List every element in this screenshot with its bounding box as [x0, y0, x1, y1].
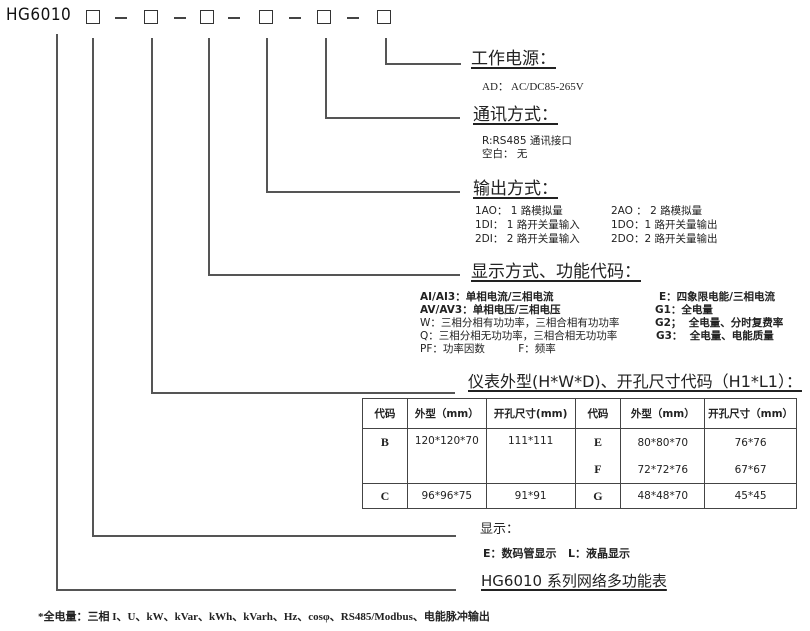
- table-row: C 96*96*75 91*91 G 48*48*70 45*45: [362, 483, 797, 509]
- cell-code: C: [362, 483, 408, 509]
- connector-comm-horizontal: [325, 117, 460, 119]
- table-header-row: 代码 外型（mm） 开孔尺寸(mm) 代码 外型（mm） 开孔尺寸（mm）: [362, 398, 797, 429]
- dimensions-title: 仪表外型(H*W*D)、开孔尺寸代码（H1*L1）：: [468, 372, 802, 391]
- connector-power-vertical: [385, 38, 387, 64]
- footer-note: *全电量：三相 I、U、kW、kVar、kWh、kVarh、Hz、cosφ、RS…: [38, 611, 490, 623]
- series-title: HG6010 系列网络多功能表: [481, 572, 667, 590]
- output-item: 2DI： 2 路开关量输入: [475, 233, 580, 245]
- connector-comm-vertical: [325, 38, 327, 118]
- connector-series-horizontal: [56, 589, 456, 591]
- output-item: 2AO ： 2 路模拟量: [611, 205, 703, 217]
- header-shape: 外型（mm）: [620, 398, 706, 429]
- connector-series-vertical: [56, 34, 58, 590]
- cell-code: E: [574, 428, 622, 456]
- cell-shape: 120*120*70: [406, 428, 487, 484]
- separator-dash: [289, 17, 301, 19]
- communication-line-1: R:RS485 通讯接口: [482, 135, 572, 147]
- code-slot-3: [200, 10, 214, 24]
- output-item: 2DO：2 路开关量输出: [611, 233, 718, 245]
- function-title: 显示方式、功能代码：: [471, 262, 641, 282]
- cell-shape: 48*48*70: [620, 483, 706, 509]
- output-item: 1DI： 1 路开关量输入: [475, 219, 580, 231]
- function-item: W：三相分相有功功率，三相合相有功功率: [420, 317, 620, 329]
- output-item: 1DO：1 路开关量输出: [611, 219, 718, 231]
- output-item: 1AO： 1 路模拟量: [475, 205, 563, 217]
- connector-power-horizontal: [385, 63, 461, 65]
- connector-output-horizontal: [266, 191, 460, 193]
- communication-line-2: 空白： 无: [482, 148, 528, 160]
- power-line: AD： AC/DC85-265V: [482, 81, 584, 93]
- function-item: G3： 全电量、电能质量: [656, 330, 774, 342]
- display-title: 显示：: [480, 522, 520, 537]
- cell-code: G: [574, 483, 622, 509]
- function-item: Q：三相分相无功功率，三相合相无功功率: [420, 330, 618, 342]
- cell-hole: 67*67: [704, 456, 797, 484]
- model-prefix: HG6010: [6, 5, 72, 25]
- connector-function-vertical: [208, 38, 210, 275]
- power-title: 工作电源：: [471, 49, 556, 69]
- function-item: G2； 全电量、分时复费率: [655, 317, 784, 329]
- code-slot-2: [144, 10, 158, 24]
- cell-shape: 72*72*76: [620, 456, 706, 484]
- separator-dash: [115, 17, 127, 19]
- code-slot-5: [317, 10, 331, 24]
- connector-dimensions-horizontal: [151, 392, 455, 394]
- table-row: B 120*120*70 111*111 E 80*80*70 76*76: [362, 428, 797, 484]
- function-item: AI/AI3：单相电流/三相电流: [420, 291, 554, 303]
- header-code: 代码: [574, 398, 622, 429]
- connector-display-vertical: [92, 38, 94, 536]
- code-slot-6: [377, 10, 391, 24]
- cell-hole: 111*111: [485, 428, 576, 484]
- display-line: E：数码管显示 L：液晶显示: [483, 547, 631, 560]
- function-item: PF：功率因数 F：频率: [420, 343, 556, 355]
- table-row: F 72*72*76 67*67: [363, 456, 797, 484]
- cell-shape: 80*80*70: [620, 428, 706, 456]
- connector-dimensions-vertical: [151, 38, 153, 393]
- connector-display-horizontal: [92, 535, 456, 537]
- connector-function-horizontal: [208, 274, 460, 276]
- code-slot-4: [259, 10, 273, 24]
- cell-shape: 96*96*75: [406, 483, 487, 509]
- cell-hole: 76*76: [704, 428, 797, 456]
- cell-code: F: [574, 456, 622, 484]
- cell-hole: 45*45: [704, 483, 797, 509]
- header-shape: 外型（mm）: [406, 398, 487, 429]
- cell-hole: 91*91: [485, 483, 576, 509]
- connector-output-vertical: [266, 38, 268, 192]
- function-item: AV/AV3：单相电压/三相电压: [420, 304, 561, 316]
- header-hole: 开孔尺寸(mm): [485, 398, 576, 429]
- output-title: 输出方式：: [473, 179, 558, 199]
- header-hole: 开孔尺寸（mm）: [704, 398, 797, 429]
- code-slot-1: [86, 10, 100, 24]
- function-item: E：四象限电能/三相电流: [659, 291, 776, 303]
- communication-title: 通讯方式：: [473, 105, 558, 125]
- cell-code: B: [362, 428, 408, 484]
- separator-dash: [174, 17, 186, 19]
- header-code: 代码: [362, 398, 408, 429]
- separator-dash: [228, 17, 240, 19]
- dimensions-table: 代码 外型（mm） 开孔尺寸(mm) 代码 外型（mm） 开孔尺寸（mm） B …: [362, 398, 797, 509]
- function-item: G1：全电量: [655, 304, 713, 316]
- separator-dash: [347, 17, 359, 19]
